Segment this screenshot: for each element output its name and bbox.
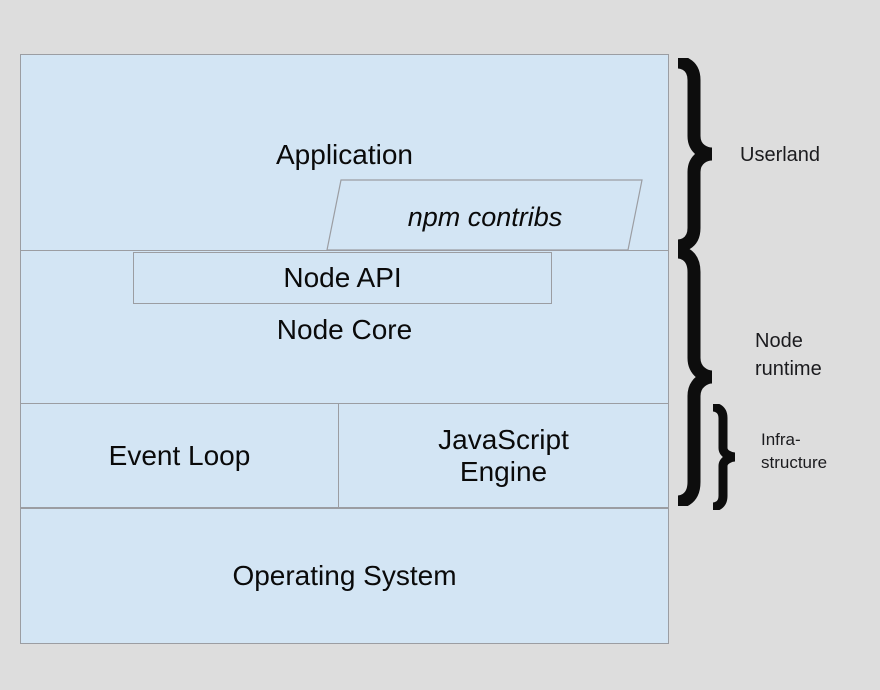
- layer-event-loop-label: Event Loop: [108, 439, 251, 471]
- layer-node-api: Node API: [133, 252, 552, 304]
- layer-npm-contribs-label: npm contribs: [407, 202, 563, 232]
- layer-npm-contribs: npm contribs: [320, 176, 650, 256]
- group-label-infrastructure: Infra- structure: [761, 430, 828, 473]
- layer-event-loop: Event Loop: [20, 403, 339, 508]
- layer-application-label: Application: [276, 139, 413, 170]
- parallelogram-shape: [326, 179, 643, 251]
- curly-brace-icon-userland: [672, 58, 718, 250]
- layer-operating-system: Operating System: [20, 508, 669, 644]
- curly-brace-icon-node-runtime: [672, 248, 718, 506]
- group-label-userland: Userland: [740, 144, 821, 166]
- curly-brace-icon-infrastructure: [708, 404, 740, 510]
- group-label-node-runtime: Node runtime: [755, 330, 822, 380]
- layer-javascript-engine-label: JavaScript Engine: [438, 424, 569, 487]
- layer-javascript-engine: JavaScript Engine: [338, 403, 669, 508]
- layer-node-api-label: Node API: [283, 262, 402, 294]
- layer-operating-system-label: Operating System: [232, 560, 457, 592]
- layer-node-core-label: Node Core: [276, 314, 413, 345]
